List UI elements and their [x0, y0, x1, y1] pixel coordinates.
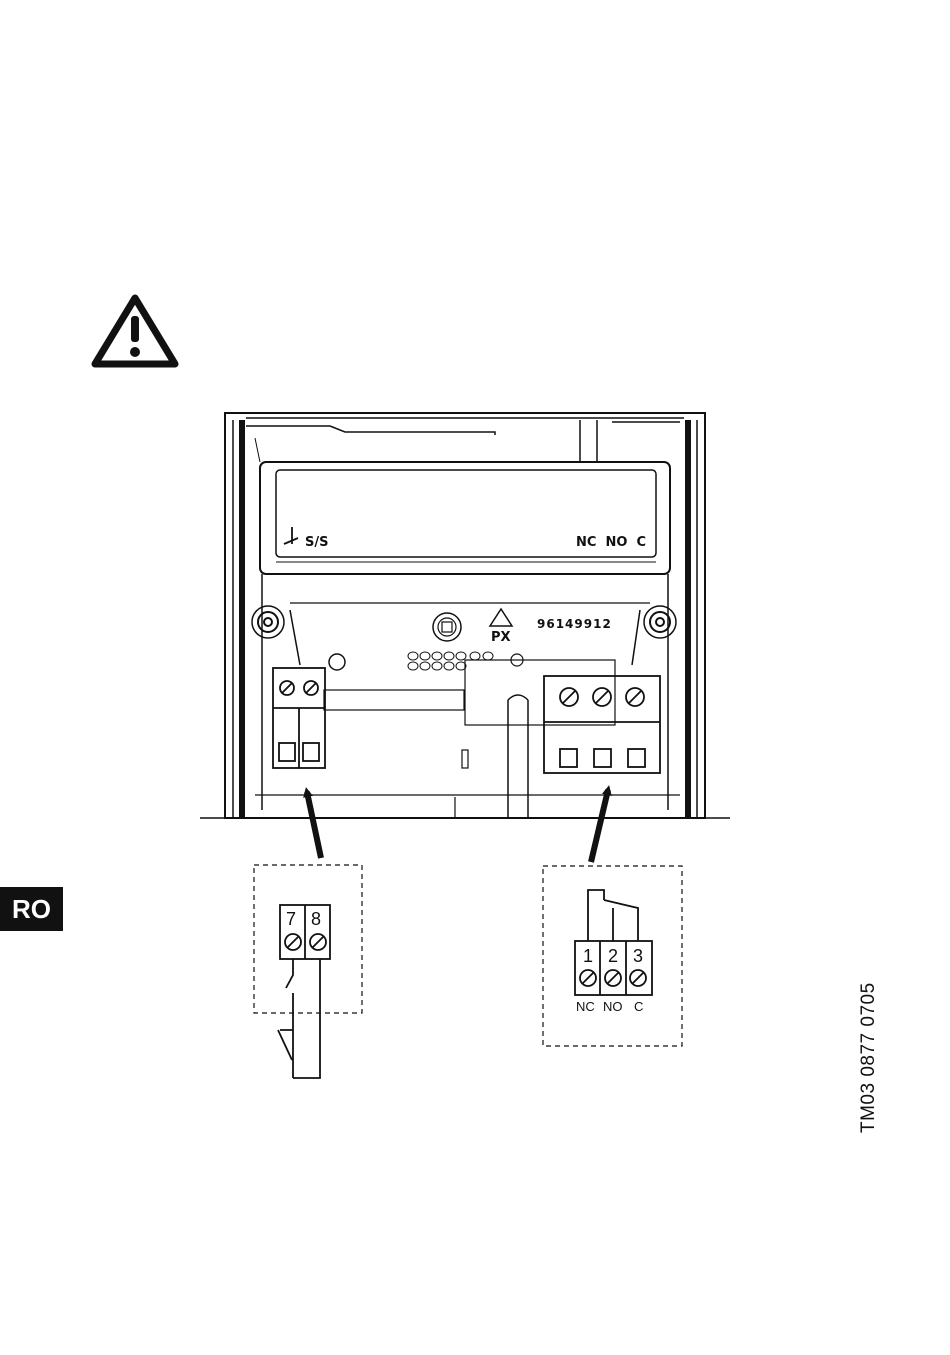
start-stop-terminal-block — [273, 668, 325, 768]
relay-terminal-2: 2 — [608, 946, 618, 966]
mounting-post-right — [632, 606, 676, 665]
warning-icon — [95, 298, 175, 364]
language-tab: RO — [0, 887, 63, 931]
ground-icon — [284, 527, 298, 544]
relay-contact-no: NO — [603, 999, 623, 1014]
label-panel — [260, 462, 670, 574]
material-mark: PX — [491, 630, 511, 645]
start-stop-terminal-8: 8 — [311, 909, 321, 929]
screw-icon — [433, 613, 461, 641]
relay-terminal-3: 3 — [633, 946, 643, 966]
relay-contact-nc: NC — [576, 999, 595, 1014]
part-number: 96149912 — [537, 617, 612, 631]
arrow-to-start-stop — [307, 792, 321, 858]
device-housing — [225, 413, 705, 818]
start-stop-label: S/S — [305, 535, 328, 550]
arrow-to-relay — [591, 790, 608, 862]
circuit-board — [255, 574, 680, 818]
relay-label: NC NO C — [576, 535, 646, 550]
recycle-icon — [490, 609, 512, 626]
relay-contact-c: C — [634, 999, 643, 1014]
mounting-post-left — [252, 606, 300, 665]
start-stop-terminal-7: 7 — [286, 909, 296, 929]
figure-code: TM03 0877 0705 — [858, 982, 880, 1133]
component-holes — [408, 652, 493, 670]
start-stop-inset — [254, 865, 362, 1078]
relay-terminal-1: 1 — [583, 946, 593, 966]
